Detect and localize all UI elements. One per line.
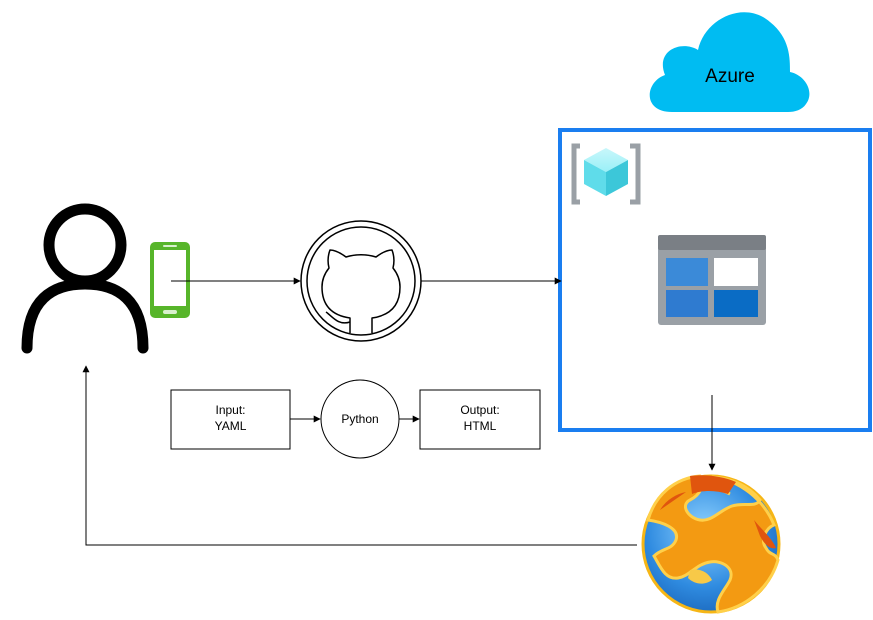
resource-group-icon [571, 143, 641, 205]
globe-icon [641, 474, 781, 614]
user-icon [21, 203, 149, 354]
cloud-icon [649, 12, 810, 112]
static-web-app-icon [658, 235, 766, 325]
python-label: Python [341, 412, 378, 426]
input-label-line2: YAML [215, 419, 247, 433]
input-yaml-box: Input: YAML [170, 389, 291, 450]
github-icon [300, 220, 422, 342]
mobile-phone-icon [150, 242, 190, 318]
arrow-browser-to-user [82, 365, 637, 546]
output-label-line1: Output: [460, 403, 499, 417]
input-label-line1: Input: [215, 403, 245, 417]
azure-cloud: Azure [649, 12, 810, 112]
cloud-label: Azure [705, 66, 755, 87]
output-label-line2: HTML [464, 419, 497, 433]
output-html-box: Output: HTML [419, 389, 541, 450]
python-node: Python [320, 379, 400, 459]
